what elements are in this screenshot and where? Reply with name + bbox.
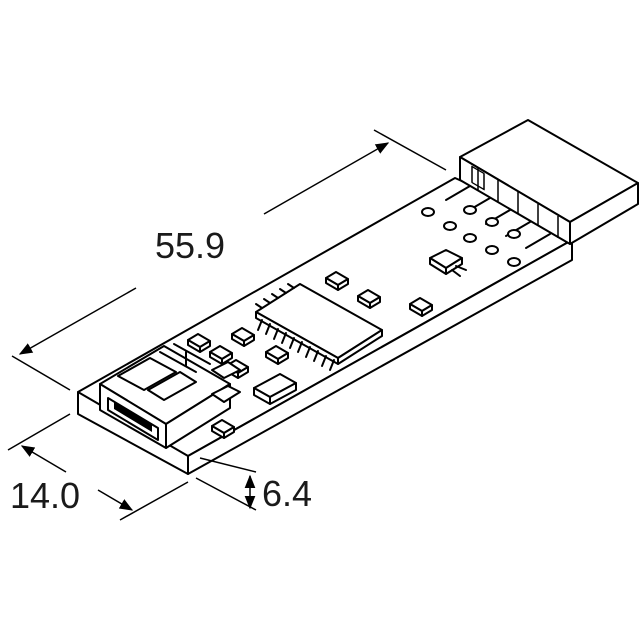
smd-cap-6 [209,345,233,365]
length-dimension-label: 55.9 [155,225,226,266]
ic-leads [255,283,335,371]
smd-cap-3 [409,297,433,317]
smd-cap-4 [231,327,255,347]
via-holes [421,205,521,267]
smd-components [187,271,433,439]
ic-side [337,329,383,365]
smd-crystal [253,373,297,405]
main-ic-chip [255,283,383,371]
mini-usb-connector [99,343,241,449]
dimension-height [195,457,257,511]
pin-header-connector [445,119,639,249]
smd-cap-9 [211,419,235,439]
dimension-width [7,413,189,521]
width-dimension-label: 14.0 [10,475,81,516]
dimension-length [11,129,447,391]
smd-cap-5 [187,333,211,353]
header-front-face [459,156,571,245]
usb-port-cavity [114,402,152,432]
usb-side [165,383,231,449]
header-pins [445,168,559,249]
smd-cap-1 [325,271,349,291]
smd-cap-2 [357,289,381,309]
board-side-edge [187,239,573,475]
sot-transistor [429,249,467,277]
smd-cap-7 [265,345,289,365]
height-dimension-label: 6.4 [262,473,313,514]
